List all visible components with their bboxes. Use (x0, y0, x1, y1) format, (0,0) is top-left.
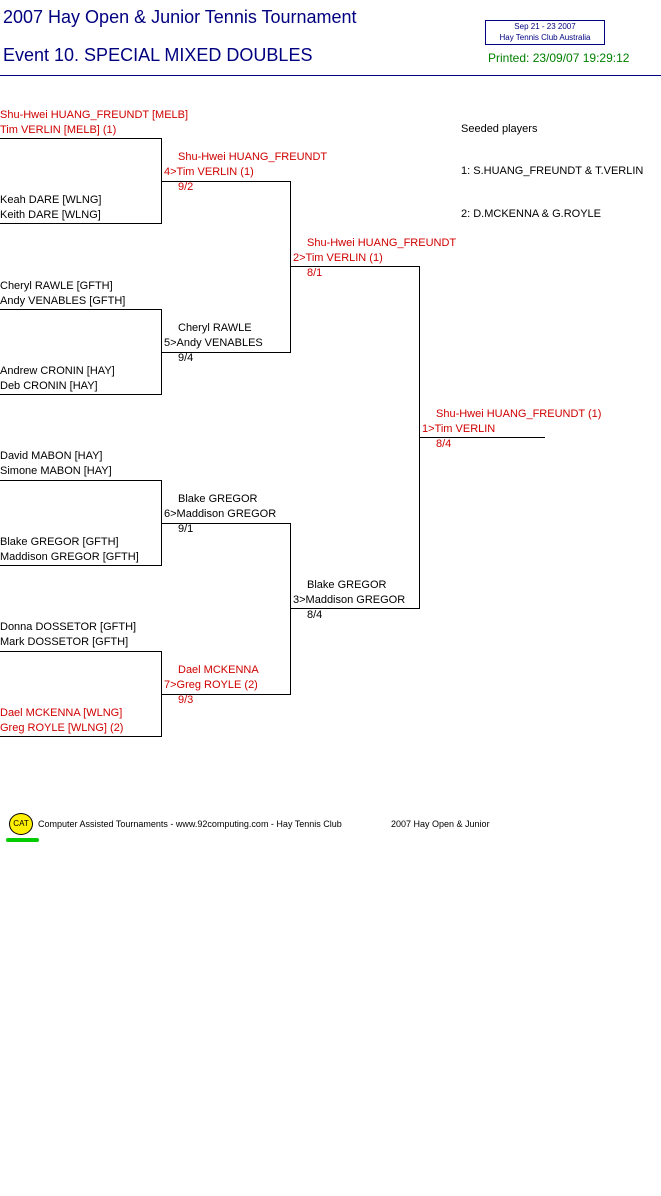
round1-player: Keith DARE [WLNG] (0, 209, 101, 221)
match-score: 9/2 (178, 181, 194, 193)
round1-player: Andrew CRONIN [HAY] (0, 365, 115, 377)
cat-logo: CAT (9, 813, 33, 835)
round1-player: Simone MABON [HAY] (0, 465, 112, 477)
round1-player: Donna DOSSETOR [GFTH] (0, 621, 137, 633)
seeds-heading: Seeded players (461, 123, 538, 135)
round1-player: David MABON [HAY] (0, 450, 103, 462)
header-divider (0, 75, 661, 76)
seed-entry: 1: S.HUANG_FREUNDT & T.VERLIN (461, 165, 644, 177)
match-score: 8/1 (307, 267, 323, 279)
footer-event: 2007 Hay Open & Junior (391, 819, 490, 829)
round1-player: Shu-Hwei HUANG_FREUNDT [MELB] (0, 109, 189, 121)
round1-player: Tim VERLIN [MELB] (1) (0, 124, 117, 136)
date-venue-box: Sep 21 - 23 2007 Hay Tennis Club Austral… (485, 20, 605, 45)
round3-player: Shu-Hwei HUANG_FREUNDT (307, 237, 457, 249)
round1-player: Andy VENABLES [GFTH] (0, 295, 126, 307)
round1-player: Mark DOSSETOR [GFTH] (0, 636, 129, 648)
round1-player: Dael MCKENNA [WLNG] (0, 707, 123, 719)
round1-player: Blake GREGOR [GFTH] (0, 536, 119, 548)
round3-player: 2>Tim VERLIN (1) (293, 252, 383, 264)
final-score: 8/4 (436, 438, 452, 450)
tournament-dates: Sep 21 - 23 2007 (514, 22, 576, 31)
match-score: 9/3 (178, 694, 194, 706)
round2-player: Blake GREGOR (178, 493, 258, 505)
champion-player: 1>Tim VERLIN (422, 423, 496, 435)
seed-entry: 2: D.MCKENNA & G.ROYLE (461, 208, 601, 220)
match-score: 8/4 (307, 609, 323, 621)
match-score: 9/4 (178, 352, 194, 364)
champion-player: Shu-Hwei HUANG_FREUNDT (1) (436, 408, 602, 420)
round3-player: 3>Maddison GREGOR (293, 594, 406, 606)
match-score: 9/1 (178, 523, 194, 535)
round2-player: 4>Tim VERLIN (1) (164, 166, 254, 178)
round3-player: Blake GREGOR (307, 579, 387, 591)
round2-player: Dael MCKENNA (178, 664, 259, 676)
footer-credit: Computer Assisted Tournaments - www.92co… (38, 819, 342, 829)
round1-player: Deb CRONIN [HAY] (0, 380, 98, 392)
tournament-venue: Hay Tennis Club Australia (499, 33, 591, 42)
round1-player: Cheryl RAWLE [GFTH] (0, 280, 113, 292)
round2-player: Shu-Hwei HUANG_FREUNDT (178, 151, 328, 163)
round1-player: Maddison GREGOR [GFTH] (0, 551, 139, 563)
event-title: Event 10. SPECIAL MIXED DOUBLES (3, 45, 313, 65)
round2-player: 6>Maddison GREGOR (164, 508, 277, 520)
round1-player: Keah DARE [WLNG] (0, 194, 102, 206)
round2-player: Cheryl RAWLE (178, 322, 252, 334)
round2-player: 7>Greg ROYLE (2) (164, 679, 258, 691)
round2-player: 5>Andy VENABLES (164, 337, 263, 349)
cat-logo-underline (6, 838, 39, 842)
round1-player: Greg ROYLE [WLNG] (2) (0, 722, 124, 734)
tournament-title: 2007 Hay Open & Junior Tennis Tournament (3, 7, 357, 27)
printed-timestamp: Printed: 23/09/07 19:29:12 (488, 51, 630, 65)
